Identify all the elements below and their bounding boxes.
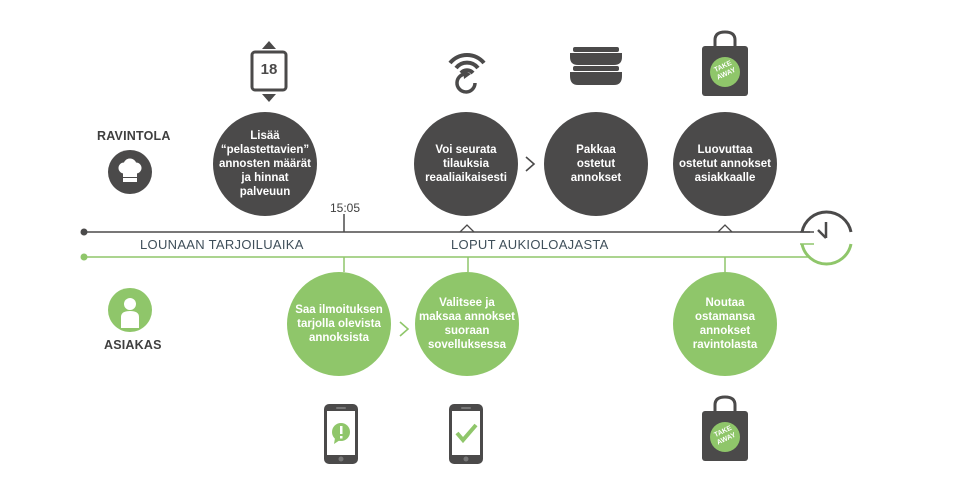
time-marker: 15:05 xyxy=(330,201,361,215)
portion-counter-value: 18 xyxy=(260,61,278,78)
restaurant-step-hand-over: Luovuttaa ostetut annokset asiakkaalle xyxy=(673,112,777,216)
takeaway-bag-icon: TAKE AWAY xyxy=(700,30,750,96)
restaurant-step-add-portions: Lisää “pelastettavien” annosten määrät j… xyxy=(213,112,317,216)
realtime-signal-icon xyxy=(444,43,490,95)
chevron-right-icon xyxy=(398,320,410,343)
customer-step-notification: Saa ilmoituksen tarjolla olevista annoks… xyxy=(287,272,391,376)
phone-notification-icon xyxy=(323,403,359,465)
customer-step-pay-in-app: Valitsee ja maksaa annokset suoraan sove… xyxy=(415,272,519,376)
person-icon xyxy=(108,288,152,332)
restaurant-step-track-orders: Voi seurata tilauksia reaaliaikaisesti xyxy=(414,112,518,216)
food-containers-icon xyxy=(569,45,623,89)
clock-icon xyxy=(796,208,856,268)
rest-period-label: LOPUT AUKIOLOAJASTA xyxy=(451,237,609,252)
phone-check-icon xyxy=(448,403,484,465)
takeaway-bag-icon: TAKE AWAY xyxy=(700,395,750,461)
role-customer: ASIAKAS xyxy=(104,338,162,352)
chef-hat-icon xyxy=(108,150,152,194)
restaurant-step-pack-portions: Pakkaa ostetut annokset xyxy=(544,112,648,216)
lunch-period-label: LOUNAAN TARJOILUAIKA xyxy=(140,237,304,252)
role-restaurant: RAVINTOLA xyxy=(97,129,171,143)
chevron-right-icon xyxy=(524,155,536,178)
portion-counter-icon: 18 xyxy=(249,41,289,103)
customer-step-pick-up: Noutaa ostamansa annokset ravintolasta xyxy=(673,272,777,376)
